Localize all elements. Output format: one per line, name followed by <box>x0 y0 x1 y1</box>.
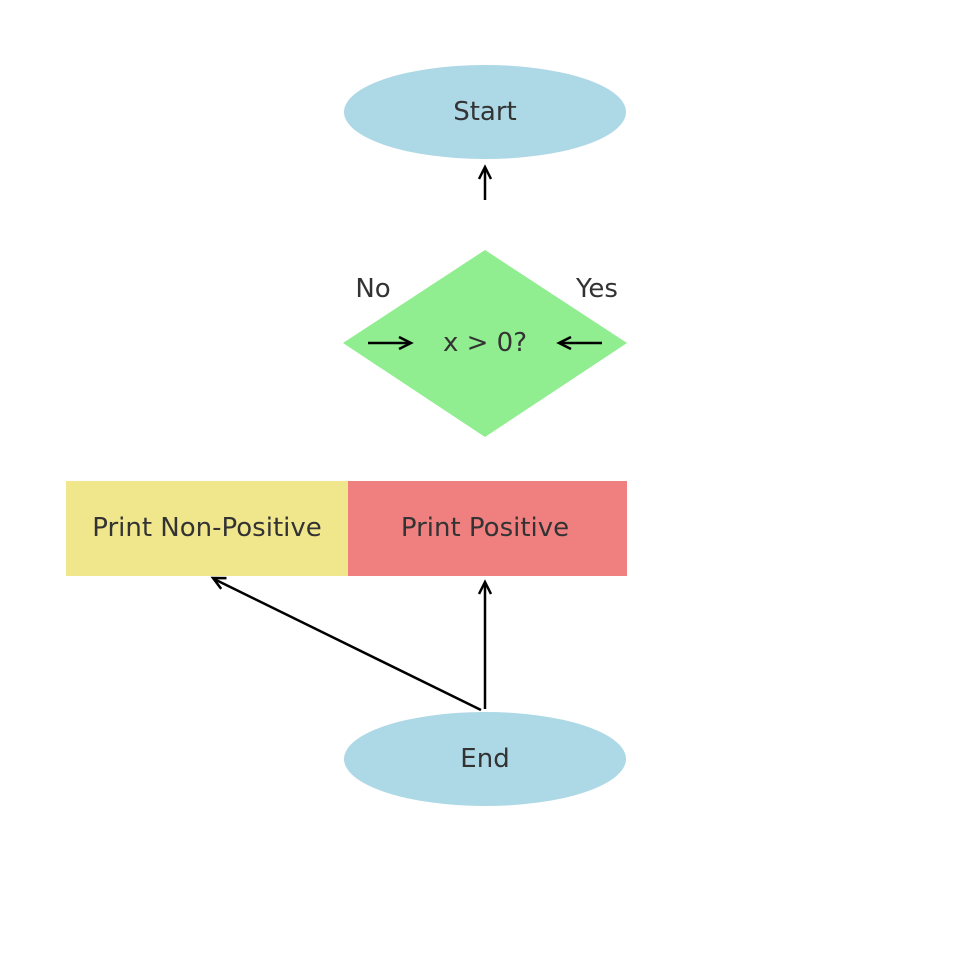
print-positive-label: Print Positive <box>401 513 569 543</box>
arrow-to-print-non-positive-head <box>210 576 227 590</box>
arrow-yes-into-decision <box>556 335 602 351</box>
start-node: Start <box>344 65 626 159</box>
end-node-label: End <box>460 744 509 774</box>
print-non-positive-label: Print Non-Positive <box>92 513 322 543</box>
arrow-to-print-positive-head <box>477 579 493 595</box>
arrow-to-start <box>477 164 493 200</box>
decision-node: x > 0? <box>343 250 627 437</box>
arrow-yes-head <box>556 335 572 351</box>
print-positive-node: Print Positive <box>348 481 627 576</box>
arrow-no-head <box>398 335 414 351</box>
start-node-shape <box>344 65 626 159</box>
edge-label-no: No <box>355 274 390 304</box>
decision-node-shape <box>343 250 627 437</box>
end-node-shape <box>344 712 626 806</box>
arrow-to-start-head <box>477 164 493 180</box>
end-node: End <box>344 712 626 806</box>
arrow-to-print-non-positive-line <box>213 577 482 712</box>
arrow-to-print-non-positive <box>210 576 482 712</box>
start-node-label: Start <box>453 97 517 127</box>
print-non-positive-shape <box>66 481 348 576</box>
print-positive-shape <box>348 481 627 576</box>
edge-label-yes: Yes <box>575 274 618 304</box>
decision-node-label: x > 0? <box>443 328 527 358</box>
print-non-positive-node: Print Non-Positive <box>66 481 348 576</box>
arrow-to-print-positive <box>477 579 493 709</box>
arrow-no-into-decision <box>368 335 414 351</box>
